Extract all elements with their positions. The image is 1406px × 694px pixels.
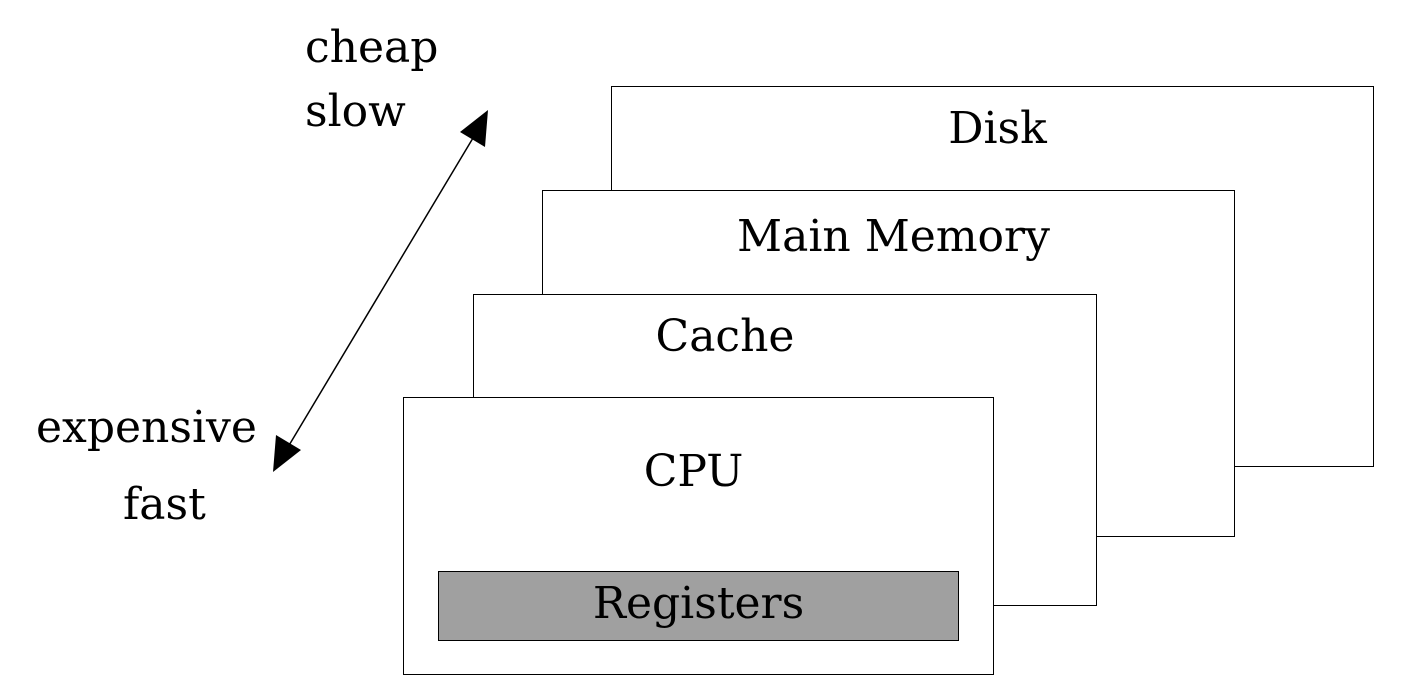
- tradeoff-arrow-line: [284, 132, 477, 453]
- registers-label: Registers: [592, 578, 805, 629]
- label-slow: slow: [305, 86, 406, 137]
- cpu-layer: CPU Registers: [403, 397, 994, 675]
- label-fast: fast: [123, 479, 206, 530]
- disk-label: Disk: [948, 103, 1047, 154]
- arrowhead-down-icon: [273, 435, 301, 472]
- label-expensive: expensive: [36, 402, 257, 453]
- cache-label: Cache: [655, 311, 795, 362]
- arrowhead-up-icon: [460, 110, 488, 147]
- main-memory-label: Main Memory: [737, 211, 1050, 262]
- cpu-label: CPU: [643, 446, 744, 497]
- registers-block: Registers: [438, 571, 959, 641]
- label-cheap: cheap: [305, 22, 439, 73]
